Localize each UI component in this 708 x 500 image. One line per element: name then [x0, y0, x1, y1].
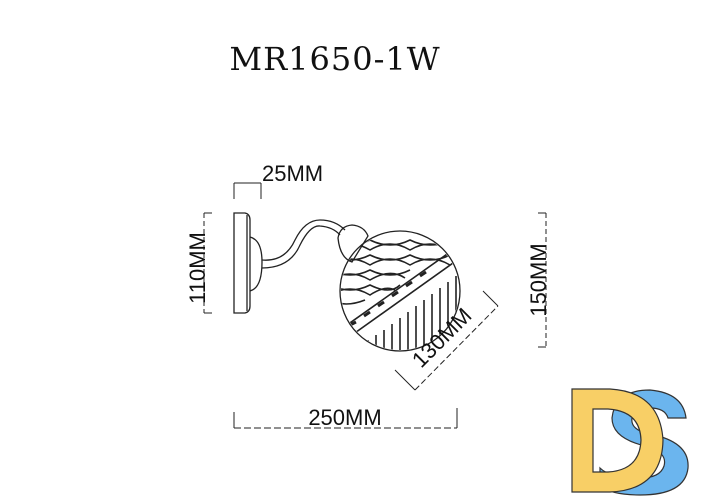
wall-lamp	[233, 212, 461, 352]
depth-dimension	[233, 182, 262, 199]
model-title: MR1650-1W	[229, 40, 440, 78]
total-length-label: 250MM	[308, 405, 381, 430]
canopy	[249, 236, 263, 292]
arm	[261, 219, 346, 261]
shade-pattern	[341, 239, 459, 350]
logo-letter-d	[571, 388, 664, 493]
backplate-height-dimension	[203, 212, 212, 314]
backplate-height-label: 110MM	[185, 232, 210, 304]
total-height-dimension	[538, 212, 547, 348]
backplate	[233, 212, 251, 314]
shade-diameter-dimension	[394, 290, 499, 391]
total-length-dimension	[233, 408, 458, 429]
depth-label: 25MM	[262, 161, 323, 186]
total-height-label: 150MM	[526, 243, 551, 316]
glass-shade	[339, 230, 461, 352]
ds-logo	[571, 388, 689, 496]
lamp-cap	[337, 224, 369, 263]
